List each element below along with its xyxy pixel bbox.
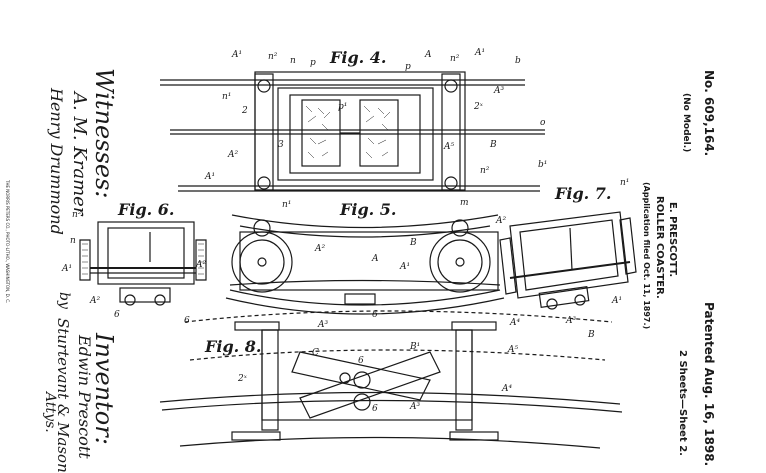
label-n: n xyxy=(290,56,296,66)
label-n1-fig5: n¹ xyxy=(282,200,292,210)
label-b1: b¹ xyxy=(538,160,548,170)
figure-4-plan-view xyxy=(160,71,545,192)
label-n2: n² xyxy=(268,52,278,62)
label-a1-fig5: A¹ xyxy=(400,262,411,272)
label-n-fig6: n xyxy=(70,236,76,246)
label-p: p xyxy=(310,58,316,68)
fig-6-caption: Fig. 6. xyxy=(118,200,175,219)
label-a5: A⁵ xyxy=(444,142,455,152)
fig-7-caption: Fig. 7. xyxy=(555,184,612,203)
label-6-fig5: 6 xyxy=(372,310,378,320)
label-a4-fig7: A⁴ xyxy=(510,318,521,328)
label-a1-c: A¹ xyxy=(205,172,216,182)
label-a: A xyxy=(425,50,432,60)
label-a3: A³ xyxy=(494,86,505,96)
label-p-2: p xyxy=(405,62,411,72)
fig-8-caption: Fig. 8. xyxy=(205,337,262,356)
figure-8-bottom-view xyxy=(159,310,623,449)
label-a-fig5: A xyxy=(372,254,379,264)
fig-5-caption: Fig. 5. xyxy=(340,200,397,219)
label-n1-fig7: n¹ xyxy=(620,178,630,188)
label-n2-fig6: n² xyxy=(72,210,82,220)
label-6-fig8: 6 xyxy=(358,356,364,366)
label-2x-fig8: 2ˣ xyxy=(238,374,247,384)
label-a2-fig5: A² xyxy=(315,244,326,254)
label-b-cap: B xyxy=(490,140,497,150)
label-n1: n¹ xyxy=(222,92,232,102)
figure-7-end-view xyxy=(499,211,637,310)
label-6-fig6-b: 6 xyxy=(184,316,190,326)
label-m: m xyxy=(460,198,469,208)
label-a3-fig8: A³ xyxy=(318,320,329,330)
figure-6-end-view xyxy=(79,221,207,306)
label-o: o xyxy=(540,118,546,128)
label-a3-fig8-b: A³ xyxy=(410,402,421,412)
label-a2-fig6: A² xyxy=(90,296,101,306)
figure-5-elevation xyxy=(225,214,505,315)
label-a1-fig6: A¹ xyxy=(62,264,73,274)
label-a2-fig6-b: A² xyxy=(196,260,207,270)
label-c-fig8: C xyxy=(312,348,319,358)
label-a2: A² xyxy=(228,150,239,160)
label-n2-b: n² xyxy=(450,54,460,64)
label-2: 2 xyxy=(242,106,248,116)
label-a2-fig7: A² xyxy=(496,216,507,226)
label-a4-fig8: A⁴ xyxy=(502,384,513,394)
label-6-fig8-b: 6 xyxy=(372,404,378,414)
label-3: 3 xyxy=(278,140,284,150)
label-n2-c: n² xyxy=(480,166,490,176)
label-b1-fig8: B¹ xyxy=(410,342,421,352)
label-b-fig7: B xyxy=(588,330,595,340)
label-6-fig6: 6 xyxy=(114,310,120,320)
label-a1-b: A¹ xyxy=(475,48,486,58)
fig-4-caption: Fig. 4. xyxy=(330,48,387,67)
label-a3-fig7: A³ xyxy=(566,316,577,326)
label-a1-fig7: A¹ xyxy=(612,296,623,306)
label-a1: A¹ xyxy=(232,50,243,60)
label-a5-fig8: A⁵ xyxy=(508,345,519,355)
label-p1: p¹ xyxy=(338,102,348,112)
label-b: b xyxy=(515,56,521,66)
label-b-fig5: B xyxy=(410,238,417,248)
label-2x: 2ˣ xyxy=(474,102,483,112)
